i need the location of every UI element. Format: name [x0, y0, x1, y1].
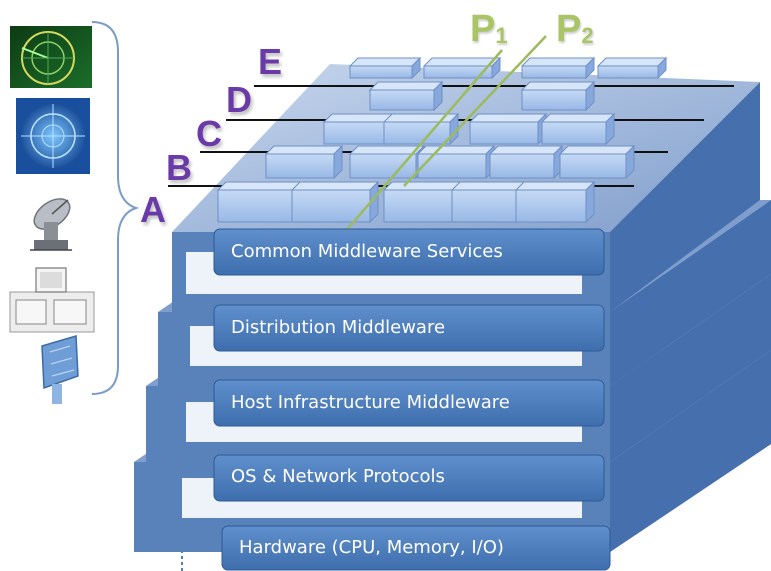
path-label-p2-letter: P: [556, 8, 582, 50]
row-letter-a: A: [140, 189, 166, 230]
layer-label-host-infrastructure: Host Infrastructure Middleware: [231, 392, 510, 413]
layer-label-os-network: OS & Network Protocols: [231, 466, 445, 487]
component-tile: [264, 144, 344, 180]
component-tile: [540, 112, 616, 146]
component-tile: [488, 144, 564, 180]
computer-console-icon: [9, 267, 95, 333]
component-tile: [514, 180, 596, 224]
component-tile: [468, 112, 548, 146]
component-tile: [422, 56, 502, 80]
component-tile: [216, 180, 306, 224]
path-label-p1-letter: P: [470, 8, 496, 50]
layer-label-common-middleware: Common Middleware Services: [231, 241, 503, 262]
path-label-p1: P1: [470, 10, 508, 48]
path-label-p2-sub: 2: [581, 23, 594, 48]
path-label-p1-sub: 1: [495, 23, 508, 48]
phased-array-antenna-icon: [41, 335, 79, 404]
layer-bar-3: [213, 379, 605, 427]
component-tile: [368, 80, 444, 112]
component-tile: [450, 180, 528, 224]
grouping-bracket: [91, 21, 140, 395]
component-tile: [558, 144, 636, 180]
layer-label-distribution: Distribution Middleware: [231, 317, 446, 338]
sonar-display-icon: [16, 98, 90, 174]
component-tile: [290, 180, 380, 224]
component-tile: [596, 56, 668, 80]
path-line-p1: [337, 49, 503, 241]
row-letter-d: D: [226, 79, 252, 120]
row-letter-c: C: [196, 113, 222, 154]
layer-bar-4: [213, 454, 605, 502]
component-tile: [348, 56, 422, 80]
row-letter-e: E: [258, 41, 283, 82]
layer-bar-5: [221, 525, 611, 571]
row-letter-b: B: [166, 147, 192, 188]
path-lines: [337, 35, 547, 241]
component-tile: [382, 180, 466, 224]
path-line-p2: [403, 35, 547, 187]
component-tile: [520, 56, 596, 80]
component-tile: [416, 144, 496, 180]
hardware-connector: [181, 548, 222, 571]
radar-screen-icon: [10, 26, 92, 88]
component-tile: [348, 144, 426, 180]
satellite-dish-icon: [30, 198, 72, 251]
layer-bar-2: [213, 304, 605, 352]
path-label-p2: P2: [556, 10, 594, 48]
component-tile: [520, 80, 596, 112]
layer-label-hardware: Hardware (CPU, Memory, I/O): [239, 537, 504, 558]
layer-bar-1: [213, 228, 605, 276]
